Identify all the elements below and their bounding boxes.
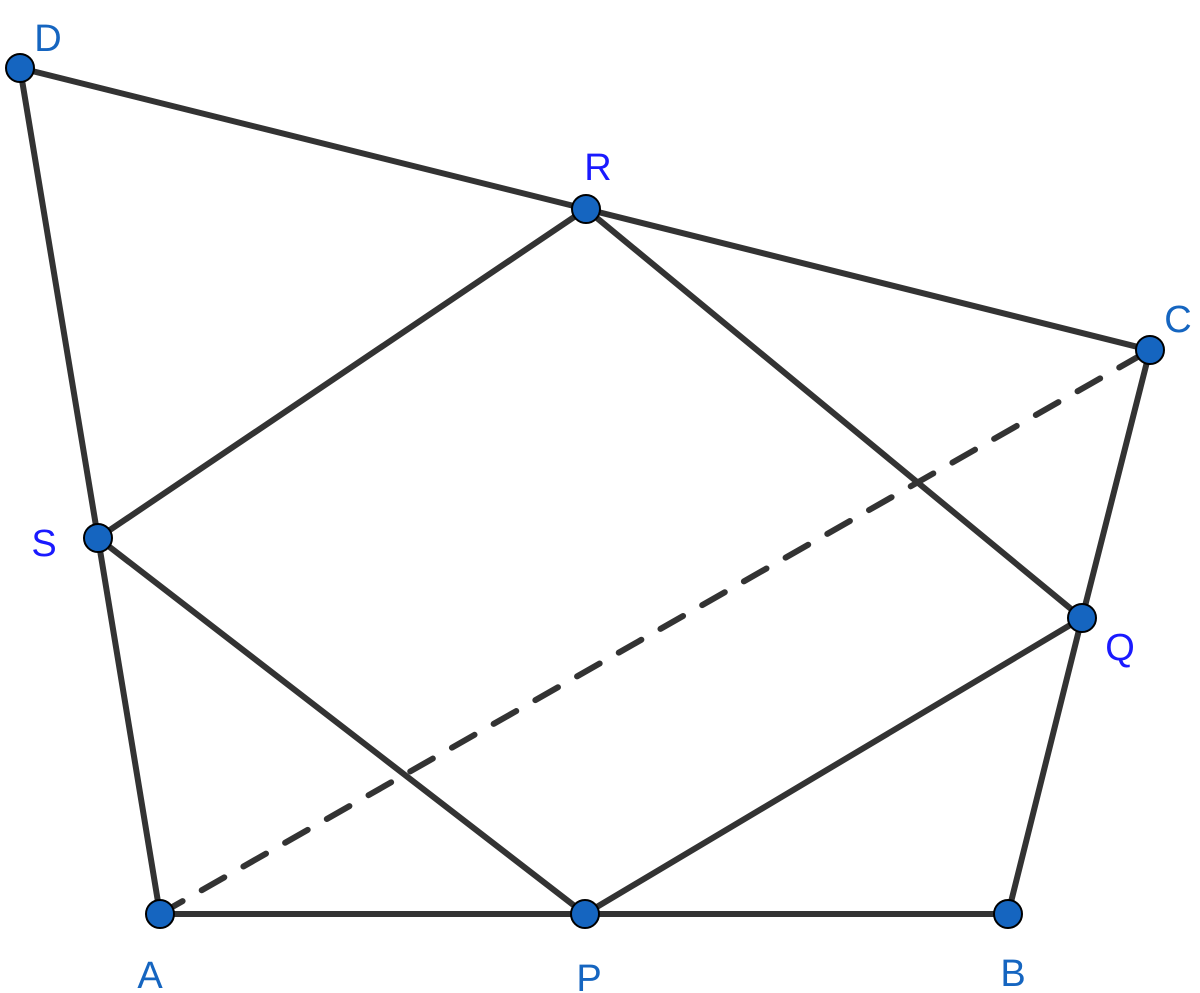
segment-sp — [95, 535, 588, 917]
segment-qc — [1079, 347, 1153, 621]
segment-sa — [95, 535, 163, 917]
segment-rs — [95, 206, 589, 541]
labels-layer: A B C D P Q R S — [31, 18, 1191, 993]
label-a: A — [137, 955, 163, 993]
segments-layer — [17, 65, 1153, 917]
vertex-r — [571, 194, 601, 224]
vertices-layer — [5, 53, 1165, 929]
segment-ac — [157, 347, 1153, 917]
segment-cr — [583, 206, 1153, 353]
label-d: D — [34, 18, 61, 60]
vertex-s — [83, 523, 113, 553]
segment-ds — [17, 65, 101, 541]
vertex-a — [145, 899, 175, 929]
segment-bq — [1005, 615, 1085, 917]
label-s: S — [31, 523, 56, 565]
segment-rd — [17, 65, 589, 212]
segment-pq — [582, 615, 1085, 917]
vertex-d — [5, 53, 35, 83]
label-q: Q — [1105, 627, 1135, 669]
label-r: R — [584, 147, 611, 189]
segment-qr — [583, 206, 1085, 621]
label-b: B — [1000, 953, 1025, 993]
label-p: P — [576, 958, 601, 993]
vertex-p — [570, 899, 600, 929]
vertex-b — [993, 899, 1023, 929]
vertex-c — [1135, 335, 1165, 365]
label-c: C — [1164, 299, 1191, 341]
vertex-q — [1067, 603, 1097, 633]
